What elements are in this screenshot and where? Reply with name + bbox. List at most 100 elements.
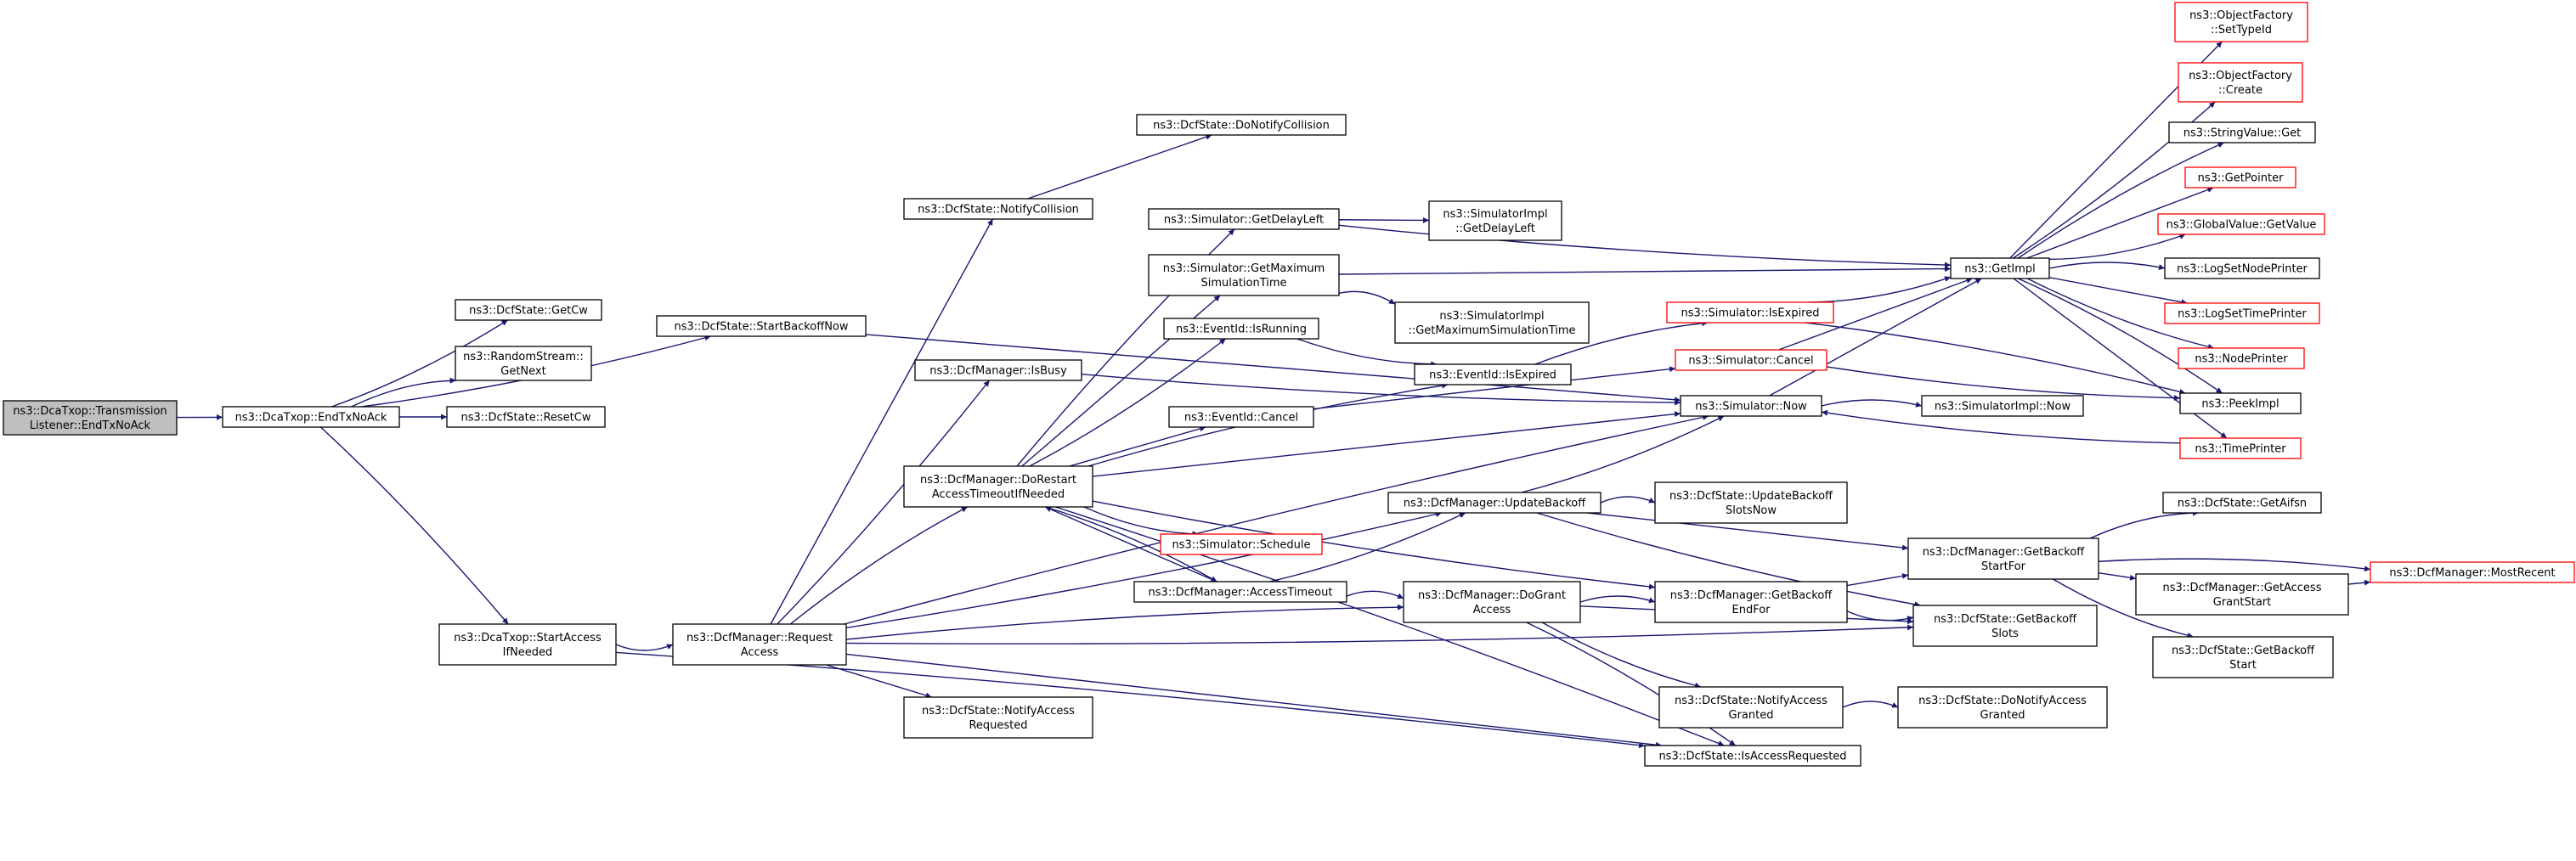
node-box[interactable] bbox=[1394, 301, 1590, 344]
node-root[interactable]: ns3::DcaTxop::TransmissionListener::EndT… bbox=[3, 400, 178, 436]
node-eventid-isexpired[interactable]: ns3::EventId::IsExpired bbox=[1414, 363, 1572, 385]
node-objectfactory-settypeid[interactable]: ns3::ObjectFactory::SetTypeId bbox=[2174, 2, 2308, 42]
node-box[interactable] bbox=[2174, 2, 2308, 42]
node-box[interactable] bbox=[1414, 363, 1572, 385]
node-getpointer[interactable]: ns3::GetPointer bbox=[2184, 166, 2296, 189]
node-box[interactable] bbox=[1148, 208, 1340, 230]
node-box[interactable] bbox=[2168, 121, 2316, 144]
node-box[interactable] bbox=[455, 346, 592, 381]
node-box[interactable] bbox=[1654, 481, 1848, 524]
node-box[interactable] bbox=[1133, 581, 1347, 603]
node-logsetnodeprinter[interactable]: ns3::LogSetNodePrinter bbox=[2164, 257, 2320, 279]
node-dcfstate-startbackoffnow[interactable]: ns3::DcfState::StartBackoffNow bbox=[656, 315, 867, 337]
node-simulator-now[interactable]: ns3::Simulator::Now bbox=[1680, 395, 1822, 417]
node-box[interactable] bbox=[1680, 395, 1822, 417]
node-dca-endtxnoack[interactable]: ns3::DcaTxop::EndTxNoAck bbox=[222, 406, 400, 428]
node-stringvalue-get[interactable]: ns3::StringValue::Get bbox=[2168, 121, 2316, 144]
node-dcfmanager-isbusy[interactable]: ns3::DcfManager::IsBusy bbox=[914, 359, 1082, 381]
node-box[interactable] bbox=[1163, 318, 1319, 340]
node-box[interactable] bbox=[903, 696, 1093, 739]
node-box[interactable] bbox=[2135, 573, 2349, 616]
node-getimpl[interactable]: ns3::GetImpl bbox=[1950, 257, 2050, 279]
node-box[interactable] bbox=[1950, 257, 2050, 279]
node-box[interactable] bbox=[2179, 392, 2302, 414]
node-box[interactable] bbox=[1428, 200, 1562, 241]
node-box[interactable] bbox=[1907, 537, 2099, 580]
node-simimpl-getmaxsimtime[interactable]: ns3::SimulatorImpl::GetMaximumSimulation… bbox=[1394, 301, 1590, 344]
node-box[interactable] bbox=[222, 406, 400, 428]
node-simulator-schedule[interactable]: ns3::Simulator::Schedule bbox=[1160, 533, 1323, 555]
node-eventid-cancel[interactable]: ns3::EventId::Cancel bbox=[1168, 406, 1314, 428]
node-box[interactable] bbox=[1136, 114, 1347, 136]
node-box[interactable] bbox=[1387, 492, 1602, 514]
node-nodeprinter[interactable]: ns3::NodePrinter bbox=[2178, 347, 2305, 369]
node-box[interactable] bbox=[1912, 605, 2098, 647]
node-box[interactable] bbox=[438, 623, 617, 666]
node-box[interactable] bbox=[2178, 62, 2303, 103]
node-dcfstate-donotifycollision[interactable]: ns3::DcfState::DoNotifyCollision bbox=[1136, 114, 1347, 136]
node-box[interactable] bbox=[1658, 686, 1844, 729]
node-dcfstate-isaccessrequested[interactable]: ns3::DcfState::IsAccessRequested bbox=[1644, 745, 1861, 767]
node-box[interactable] bbox=[2162, 492, 2322, 514]
node-box[interactable] bbox=[2152, 636, 2334, 678]
node-simulator-cancel[interactable]: ns3::Simulator::Cancel bbox=[1675, 349, 1827, 371]
node-objectfactory-create[interactable]: ns3::ObjectFactory::Create bbox=[2178, 62, 2303, 103]
node-simimpl-now[interactable]: ns3::SimulatorImpl::Now bbox=[1921, 395, 2084, 417]
node-box[interactable] bbox=[2164, 302, 2320, 324]
node-dcfstate-notifycollision[interactable]: ns3::DcfState::NotifyCollision bbox=[903, 198, 1093, 220]
node-box[interactable] bbox=[1160, 533, 1323, 555]
node-dcfmanager-mostrecent[interactable]: ns3::DcfManager::MostRecent bbox=[2370, 561, 2575, 583]
node-box[interactable] bbox=[903, 198, 1093, 220]
node-dcfmanager-accesstimeout[interactable]: ns3::DcfManager::AccessTimeout bbox=[1133, 581, 1347, 603]
node-box[interactable] bbox=[1654, 581, 1848, 623]
node-peekimpl[interactable]: ns3::PeekImpl bbox=[2179, 392, 2302, 414]
node-box[interactable] bbox=[1897, 686, 2108, 729]
node-box[interactable] bbox=[903, 465, 1093, 508]
node-dcfstate-getcw[interactable]: ns3::DcfState::GetCw bbox=[455, 299, 602, 321]
node-simulator-getmaxsimtime[interactable]: ns3::Simulator::GetMaximumSimulationTime bbox=[1148, 254, 1340, 296]
node-box[interactable] bbox=[1644, 745, 1861, 767]
node-simulator-getdelayleft[interactable]: ns3::Simulator::GetDelayLeft bbox=[1148, 208, 1340, 230]
node-box[interactable] bbox=[446, 406, 606, 428]
node-dcfmanager-updatebackoff[interactable]: ns3::DcfManager::UpdateBackoff bbox=[1387, 492, 1602, 514]
node-dcfstate-getaifsn[interactable]: ns3::DcfState::GetAifsn bbox=[2162, 492, 2322, 514]
node-timeprinter[interactable]: ns3::TimePrinter bbox=[2179, 437, 2302, 459]
node-dcfmanager-dorestart[interactable]: ns3::DcfManager::DoRestartAccessTimeoutI… bbox=[903, 465, 1093, 508]
node-eventid-isrunning[interactable]: ns3::EventId::IsRunning bbox=[1163, 318, 1319, 340]
node-box[interactable] bbox=[455, 299, 602, 321]
node-box[interactable] bbox=[1666, 301, 1834, 324]
node-box[interactable] bbox=[656, 315, 867, 337]
node-box[interactable] bbox=[1403, 581, 1581, 623]
node-box[interactable] bbox=[3, 400, 178, 436]
node-dcfstate-resetcw[interactable]: ns3::DcfState::ResetCw bbox=[446, 406, 606, 428]
node-box[interactable] bbox=[1675, 349, 1827, 371]
node-box[interactable] bbox=[2370, 561, 2575, 583]
node-box[interactable] bbox=[2157, 213, 2325, 235]
node-box[interactable] bbox=[2164, 257, 2320, 279]
node-box[interactable] bbox=[2184, 166, 2296, 189]
node-box[interactable] bbox=[1148, 254, 1340, 296]
node-box[interactable] bbox=[914, 359, 1082, 381]
node-randomstream-getnext[interactable]: ns3::RandomStream::GetNext bbox=[455, 346, 592, 381]
node-logsettimeprinter[interactable]: ns3::LogSetTimePrinter bbox=[2164, 302, 2320, 324]
node-box[interactable] bbox=[1921, 395, 2084, 417]
node-box[interactable] bbox=[2178, 347, 2305, 369]
node-globalvalue-getvalue[interactable]: ns3::GlobalValue::GetValue bbox=[2157, 213, 2325, 235]
node-box[interactable] bbox=[2179, 437, 2302, 459]
node-box[interactable] bbox=[1168, 406, 1314, 428]
node-simulator-isexpired[interactable]: ns3::Simulator::IsExpired bbox=[1666, 301, 1834, 324]
node-box[interactable] bbox=[672, 623, 847, 666]
node-simimpl-getdelayleft[interactable]: ns3::SimulatorImpl::GetDelayLeft bbox=[1428, 200, 1562, 241]
